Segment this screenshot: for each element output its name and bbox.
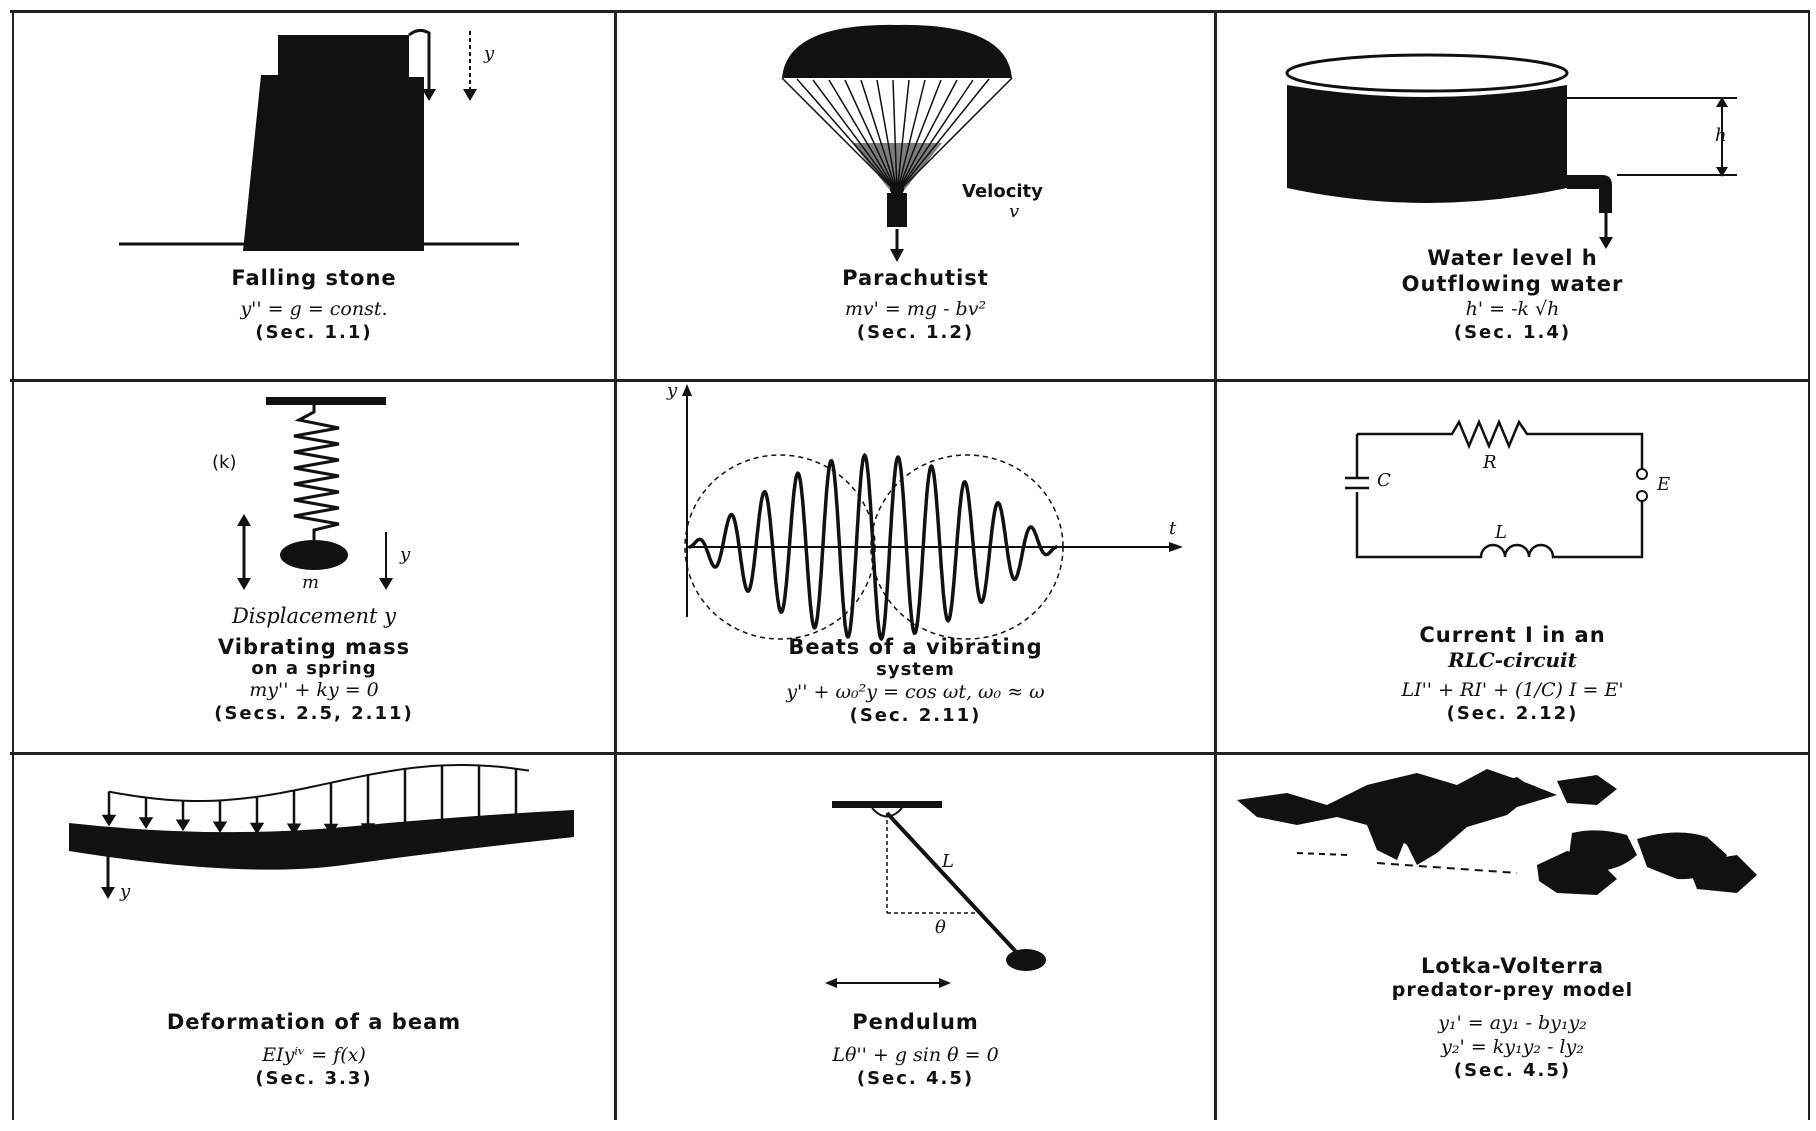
section-ref: (Sec. 1.4) [1453,322,1572,343]
rlc-circuit-drawing [1345,418,1648,559]
cell-pendulum: L θ Pendulum Lθ'' + g sin θ = 0 (Sec. 4.… [617,755,1214,1120]
spring-mass-drawing [237,397,393,590]
grid-line-top [10,10,1810,13]
equation: h' = -k √h [1465,298,1560,320]
label-theta: θ [935,917,946,938]
title: Displacement y [231,604,397,628]
title: Falling stone [231,266,397,290]
title-line-2: Outflowing water [1401,272,1624,296]
caption-parachutist: Parachutist mv' = mg - bv² (Sec. 1.2) [617,265,1214,345]
equation: y₁' = ay₁ - by₁y₂ [1438,1012,1587,1034]
grid-line-col1 [614,10,617,1120]
title: Current I in an [1419,623,1606,647]
title-line-2: system [876,659,955,680]
title: Lotka-Volterra [1420,954,1605,978]
label-y: y [484,43,495,64]
title: Deformation of a beam [166,1010,462,1034]
grid-line-col2 [1214,10,1217,1120]
section-ref: (Sec. 1.1) [255,322,373,343]
pendulum-drawing [825,801,1046,988]
label-R: R [1483,452,1497,473]
caption-beats: Beats of a vibrating system y'' + ω₀²y =… [617,634,1214,728]
title: Beats of a vibrating [788,635,1043,659]
title-line-2: Vibrating mass [217,635,411,659]
label-velocity: Velocity [962,181,1043,202]
label-m: m [302,572,320,593]
title-line-3: on a spring [251,658,377,679]
title: Pendulum [852,1010,979,1034]
cell-beats: y t Beats of a vibrating system y'' + ω₀… [617,382,1214,752]
caption-lotka-volterra: Lotka-Volterra predator-prey model y₁' =… [1217,953,1808,1083]
grid-line-right [1808,10,1810,1120]
caption-vibrating-mass: Displacement y Vibrating mass on a sprin… [14,604,614,726]
section-ref: (Sec. 1.2) [856,322,975,343]
grid-line-left [12,10,14,1120]
caption-pendulum: Pendulum Lθ'' + g sin θ = 0 (Sec. 4.5) [617,1009,1214,1091]
beats-plot [682,384,1183,642]
section-ref: (Sec. 2.12) [1446,703,1579,724]
grid-line-row1 [10,379,1810,382]
caption-outflowing-water: Water level h Outflowing water h' = -k √… [1217,245,1808,345]
cell-lotka-volterra: Lotka-Volterra predator-prey model y₁' =… [1217,755,1808,1120]
title-line-2: RLC-circuit [1448,648,1577,672]
equation: y'' = g = const. [240,298,388,320]
equation: my'' + ky = 0 [249,679,379,701]
cell-parachutist: Velocity v Parachutist mv' = mg - bv² (S… [617,13,1214,379]
falling-stone-drawing [119,28,519,251]
label-t: t [1169,518,1177,539]
cell-vibrating-mass: (k) m y Displacement y Vibrating mass on… [14,382,614,752]
equation: EIyⁱᵛ = f(x) [262,1044,366,1066]
title: Parachutist [842,266,989,290]
label-C: C [1377,470,1391,491]
equation: LI'' + RI' + (1/C) I = E' [1401,679,1624,701]
label-E: E [1657,474,1671,495]
cell-outflowing-water: h Water level h Outflowing water h' = -k… [1217,13,1808,379]
cell-beam: y Deformation of a beam EIyⁱᵛ = f(x) (Se… [14,755,614,1120]
caption-rlc-circuit: Current I in an RLC-circuit LI'' + RI' +… [1217,622,1808,726]
label-L: L [1495,522,1507,543]
water-tank-drawing [1285,53,1737,249]
label-y: y [120,881,131,902]
caption-falling-stone: Falling stone y'' = g = const. (Sec. 1.1… [14,265,614,345]
caption-beam: Deformation of a beam EIyⁱᵛ = f(x) (Sec.… [14,1009,614,1091]
label-h: h [1715,125,1727,146]
label-y: y [667,382,678,401]
title-line-2: predator-prey model [1391,979,1634,1001]
equation: y'' + ω₀²y = cos ωt, ω₀ ≈ ω [786,681,1045,703]
predator-prey-drawing [1237,769,1757,895]
title: Water level h [1427,246,1598,270]
section-ref: (Sec. 2.11) [849,705,982,726]
cell-falling-stone: y Falling stone y'' = g = const. (Sec. 1… [14,13,614,379]
parachutist-drawing [781,24,1013,262]
section-ref: (Sec. 3.3) [255,1068,373,1089]
grid-line-row2 [10,752,1810,755]
equation: Lθ'' + g sin θ = 0 [832,1044,999,1066]
equation-line-2: y₂' = ky₁y₂ - ly₂ [1441,1036,1584,1058]
label-k: (k) [212,452,237,473]
label-L: L [942,851,954,872]
section-ref: (Sec. 4.5) [856,1068,975,1089]
equation: mv' = mg - bv² [844,298,987,320]
cell-rlc-circuit: R C L E Current I in an RLC-circuit LI''… [1217,382,1808,752]
label-v: v [1009,201,1020,222]
label-y: y [400,544,411,565]
section-ref: (Secs. 2.5, 2.11) [214,703,414,724]
section-ref: (Sec. 4.5) [1453,1060,1572,1081]
beam-drawing [69,764,574,899]
